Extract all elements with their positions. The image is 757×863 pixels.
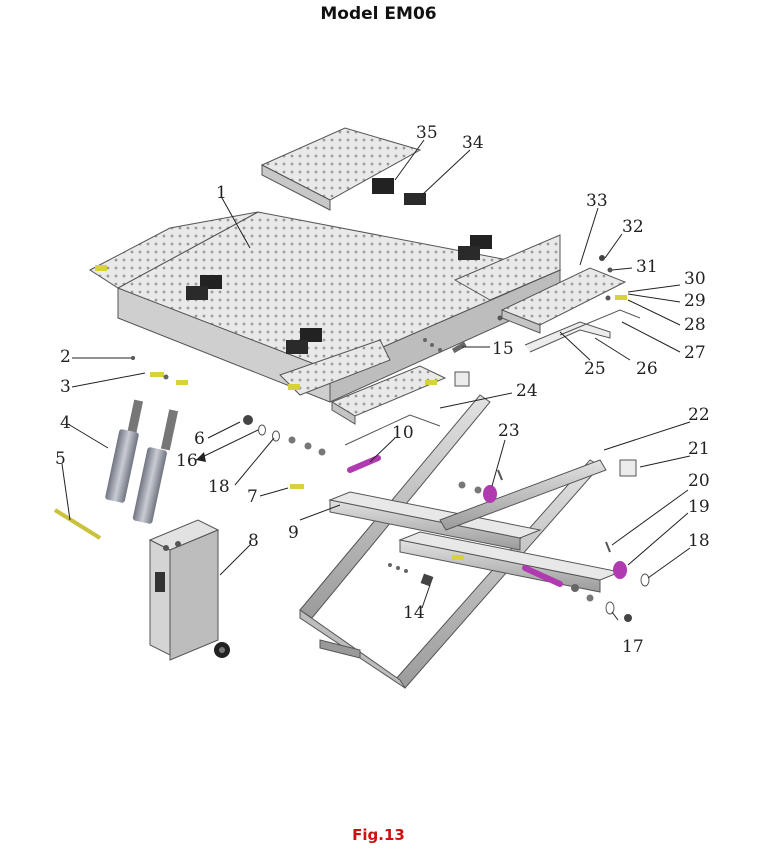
extension-plate-right xyxy=(500,267,627,334)
part-label-24: 24 xyxy=(516,381,538,401)
rubber-pads xyxy=(186,178,492,354)
part-label-19: 19 xyxy=(688,497,710,517)
pins-2-3 xyxy=(131,356,188,385)
figure-caption: Fig.13 xyxy=(352,826,405,844)
control-cabinet xyxy=(148,519,230,661)
part-label-18-left: 18 xyxy=(208,477,230,497)
right-hardware xyxy=(497,255,627,321)
part-label-16: 16 xyxy=(176,451,198,471)
part-label-5: 5 xyxy=(55,449,66,469)
part-label-17: 17 xyxy=(622,637,644,657)
main-platform xyxy=(89,127,562,403)
part-label-3: 3 xyxy=(60,377,71,397)
extension-plate-lower xyxy=(330,365,447,425)
part-label-27: 27 xyxy=(684,343,706,363)
part-label-7: 7 xyxy=(247,487,258,507)
scissor-frame xyxy=(299,394,622,689)
part-label-18-right: 18 xyxy=(688,531,710,551)
part-15-cluster xyxy=(423,338,467,354)
hydraulic-cylinders xyxy=(105,399,179,524)
part-label-10: 10 xyxy=(392,423,414,443)
part-24-box xyxy=(454,371,470,387)
part-label-35: 35 xyxy=(416,123,438,143)
part-label-23: 23 xyxy=(498,421,520,441)
slide-rails xyxy=(344,309,641,446)
leader-lines xyxy=(61,139,691,621)
part-label-21: 21 xyxy=(688,439,710,459)
part-35-block xyxy=(372,178,394,194)
part-label-20: 20 xyxy=(688,471,710,491)
part-number-labels: 1 2 3 4 5 6 7 8 9 10 14 15 16 17 18 18 1… xyxy=(55,123,710,657)
part-label-9: 9 xyxy=(288,523,299,543)
part-label-14: 14 xyxy=(403,603,425,623)
pin-7 xyxy=(290,484,304,489)
part-label-30: 30 xyxy=(684,269,706,289)
washers-left xyxy=(243,415,326,456)
part-label-1: 1 xyxy=(216,183,227,203)
part-label-33: 33 xyxy=(586,191,608,211)
part-label-29: 29 xyxy=(684,291,706,311)
part-label-34: 34 xyxy=(462,133,484,153)
small-parts xyxy=(388,459,637,587)
part-21-block xyxy=(619,459,637,477)
part-label-8: 8 xyxy=(248,531,259,551)
part-label-15: 15 xyxy=(492,339,514,359)
part-label-26: 26 xyxy=(636,359,658,379)
part-34-block xyxy=(404,193,426,205)
part-label-25: 25 xyxy=(584,359,606,379)
part-label-4: 4 xyxy=(60,413,71,433)
part-label-2: 2 xyxy=(60,347,71,367)
pin-5 xyxy=(53,508,102,540)
part-label-28: 28 xyxy=(684,315,706,335)
washers-right xyxy=(458,481,650,622)
part-label-32: 32 xyxy=(622,217,644,237)
part-label-22: 22 xyxy=(688,405,710,425)
part-label-6: 6 xyxy=(194,429,205,449)
part-label-31: 31 xyxy=(636,257,658,277)
bushing-19 xyxy=(613,561,627,579)
diagram-title: Model EM06 xyxy=(320,4,437,24)
pin-10 xyxy=(347,455,381,473)
bushing-23 xyxy=(483,485,497,503)
